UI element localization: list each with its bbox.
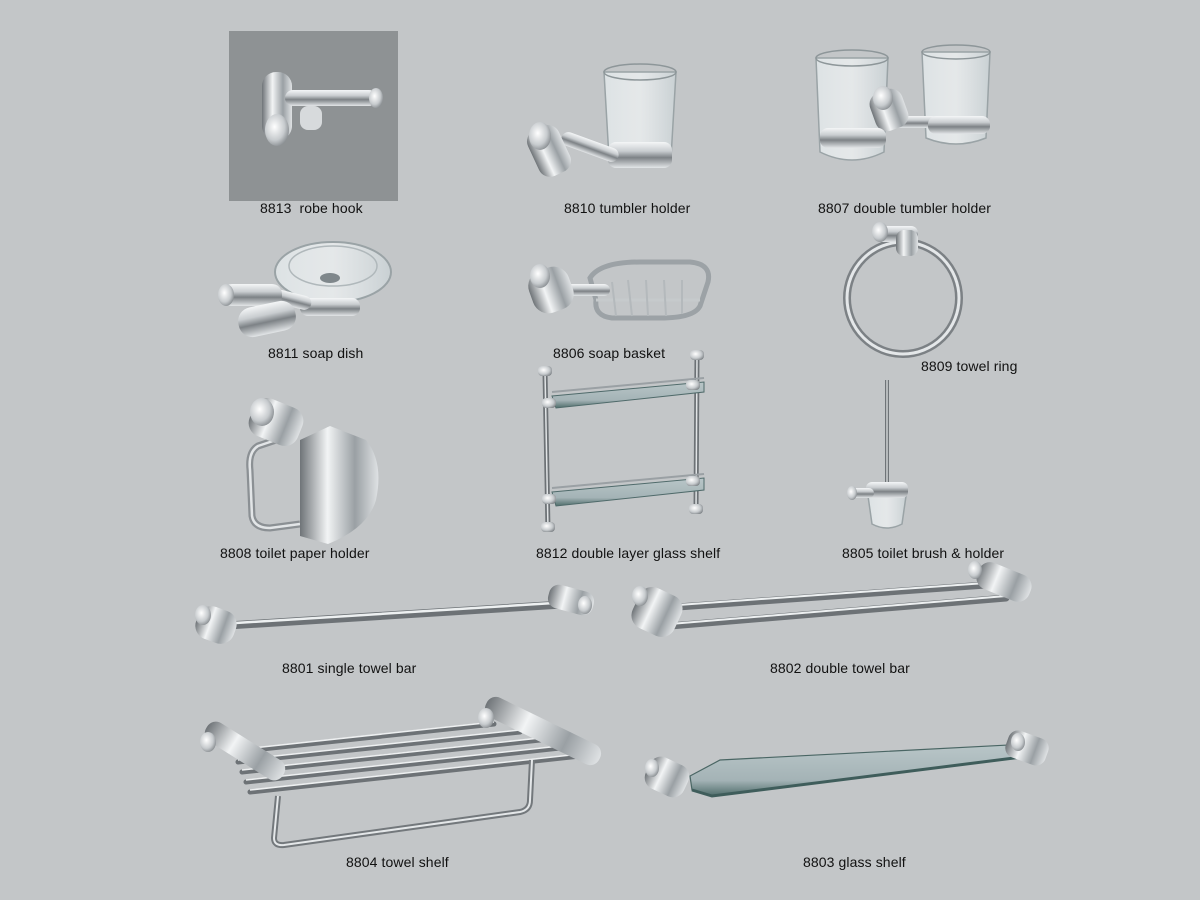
product-caption: 8806 soap basket <box>553 345 666 361</box>
robe-hook-icon <box>262 72 383 146</box>
product-caption: 8801 single towel bar <box>282 660 417 676</box>
product-caption: 8810 tumbler holder <box>564 200 691 216</box>
double-towel-bar-icon <box>631 561 1032 638</box>
product-caption: 8804 towel shelf <box>346 854 449 870</box>
product-caption: 8809 towel ring <box>921 358 1018 374</box>
double-tumbler-holder-icon <box>815 44 991 161</box>
product-caption: 8802 double towel bar <box>770 660 910 676</box>
product-caption: 8811 soap dish <box>268 345 364 361</box>
towel-ring-icon <box>843 222 963 358</box>
product-caption: 8808 toilet paper holder <box>220 545 370 561</box>
glass-shelf-single-icon <box>644 730 1049 798</box>
product-caption: 8812 double layer glass shelf <box>536 545 721 561</box>
glass-shelf-icon <box>538 350 705 532</box>
product-caption: 8803 glass shelf <box>803 854 906 870</box>
product-caption: 8813 robe hook <box>260 200 363 216</box>
towel-shelf-icon <box>200 696 602 849</box>
product-caption: 8807 double tumbler holder <box>818 200 992 216</box>
product-caption: 8805 toilet brush & holder <box>842 545 1005 561</box>
toilet-brush-icon <box>847 380 908 529</box>
single-towel-bar-icon <box>195 584 595 644</box>
toilet-paper-holder-icon <box>246 397 379 544</box>
soap-dish-icon <box>218 241 392 338</box>
tumbler-holder-icon <box>526 63 677 177</box>
soap-basket-icon <box>528 259 712 321</box>
